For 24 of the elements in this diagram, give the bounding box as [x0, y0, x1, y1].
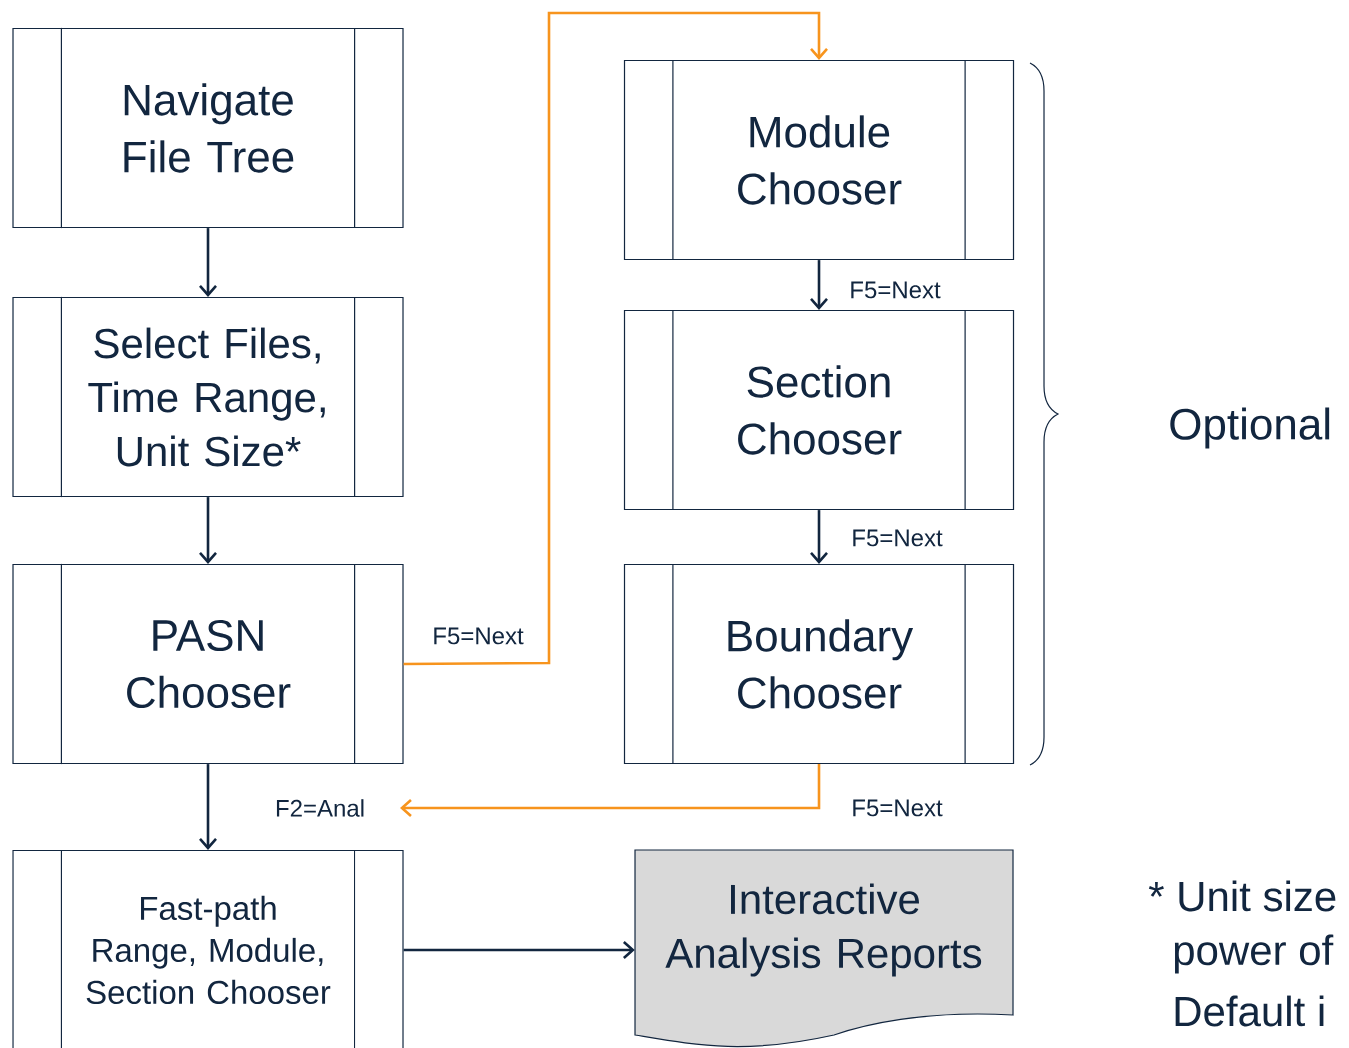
arrow — [810, 510, 828, 564]
process-box: Section Chooser — [623, 309, 1015, 511]
edge-label: F5=Next — [848, 280, 942, 300]
footnote-text: * Unit size — [1148, 880, 1336, 912]
edge-label: F2=Anal — [274, 798, 367, 818]
footnote-text: Default i — [1175, 995, 1324, 1027]
edge-label: F5=Next — [850, 798, 944, 818]
section-label: Optional — [1170, 407, 1330, 449]
footnote-text: power of — [1174, 934, 1334, 974]
arrow — [199, 764, 217, 850]
process-box: Boundary Chooser — [623, 563, 1015, 765]
process-box: PASN Chooser — [12, 563, 404, 765]
edge-label: F5=Next — [850, 528, 944, 548]
arrow — [400, 764, 821, 817]
arrow — [199, 228, 217, 297]
process-box: Fast-path Range, Module, Section Chooser — [12, 849, 404, 1048]
process-box: Navigate File Tree — [12, 27, 404, 229]
process-box: Select Files, Time Range, Unit Size* — [12, 296, 404, 498]
process-box: Module Chooser — [623, 59, 1015, 261]
edge-label: F5=Next — [431, 626, 525, 646]
arrow — [199, 497, 217, 564]
arrow — [403, 941, 635, 959]
arrow — [810, 260, 828, 310]
arrow — [403, 11, 828, 666]
